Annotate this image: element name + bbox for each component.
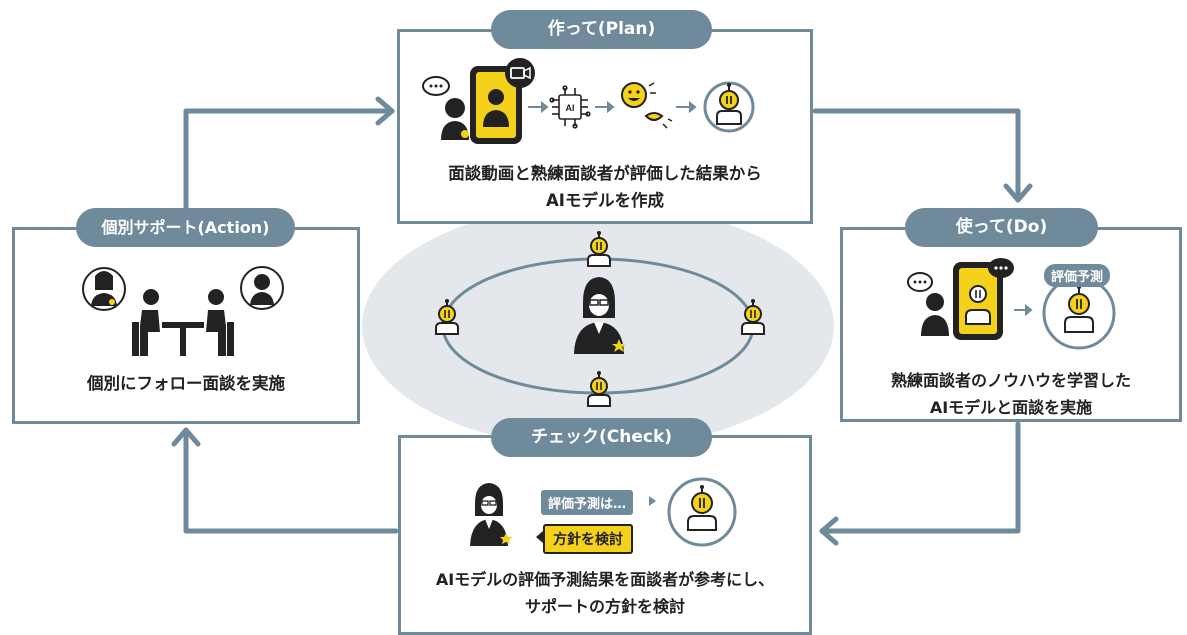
speech-bubble-icon	[907, 272, 933, 292]
check-caption-line1: AIモデルの評価予測結果を面談者が参考にし、	[435, 570, 775, 589]
lips-icon	[644, 112, 673, 129]
bubble-pointer-icon	[649, 496, 656, 506]
man-avatar-icon	[240, 266, 284, 310]
ai-chip-label: AI	[566, 103, 575, 113]
plan-caption-line2: AIモデルを作成	[546, 191, 664, 210]
prediction-bubble: 評価予測は…	[541, 490, 634, 515]
plan-illustrations: AI	[422, 58, 755, 144]
do-title: 使って(Do)	[905, 208, 1098, 247]
plan-caption: 面談動画と熟練面談者が評価した結果から AIモデルを作成	[400, 160, 810, 214]
ai-chip-icon	[549, 85, 591, 129]
arrow-do-to-check	[819, 421, 1021, 534]
chat-dots-icon	[988, 258, 1014, 278]
action-caption: 個別にフォロー面談を実施	[87, 374, 285, 393]
action-title: 個別サポート(Action)	[76, 208, 295, 247]
ai-model-robot-icon	[1042, 276, 1116, 350]
speech-bubble-icon	[422, 76, 450, 96]
check-caption-line2: サポートの方針を検討	[524, 597, 685, 616]
do-caption-line1: 熟練面談者のノウハウを学習した	[890, 371, 1131, 390]
meeting-table-icon	[132, 289, 234, 356]
do-box: 熟練面談者のノウハウを学習した AIモデルと面談を実施	[840, 227, 1182, 422]
ai-model-robot-icon	[703, 81, 755, 133]
prediction-badge: 評価予測	[1044, 264, 1111, 287]
woman-interviewer-icon	[441, 98, 469, 140]
do-caption: 熟練面談者のノウハウを学習した AIモデルと面談を実施	[843, 367, 1179, 421]
arrow-plan-to-do	[812, 108, 1021, 203]
woman-interviewer-center-icon	[574, 277, 626, 354]
check-caption: AIモデルの評価予測結果を面談者が参考にし、 サポートの方針を検討	[401, 566, 809, 620]
check-illustrations	[470, 477, 737, 547]
woman-interviewer-avatar-icon	[82, 267, 126, 311]
do-caption-line2: AIモデルと面談を実施	[929, 398, 1093, 417]
action-illustrations	[82, 266, 284, 356]
cycle-arrows	[171, 96, 1033, 546]
ai-model-robot-icon	[667, 477, 737, 547]
plan-title: 作って(Plan)	[491, 10, 712, 49]
flow-arrow-icon	[528, 100, 697, 114]
smiley-face-icon	[621, 82, 656, 108]
arrow-action-to-plan	[183, 108, 395, 211]
flow-arrow-icon	[1014, 303, 1033, 317]
woman-interviewer-icon	[470, 483, 512, 546]
video-camera-icon	[505, 58, 535, 88]
policy-bubble: 方針を検討	[543, 524, 633, 554]
man-interviewee-icon	[921, 293, 949, 336]
plan-caption-line1: 面談動画と熟練面談者が評価した結果から	[448, 164, 762, 183]
tablet-ai-icon	[953, 262, 1003, 340]
tablet-video-icon	[470, 66, 522, 144]
center-illustrations	[435, 230, 765, 407]
arrow-check-to-action	[183, 427, 399, 534]
check-title: チェック(Check)	[491, 418, 712, 457]
do-illustrations	[907, 258, 1116, 350]
bubble-pointer-icon	[536, 531, 543, 543]
